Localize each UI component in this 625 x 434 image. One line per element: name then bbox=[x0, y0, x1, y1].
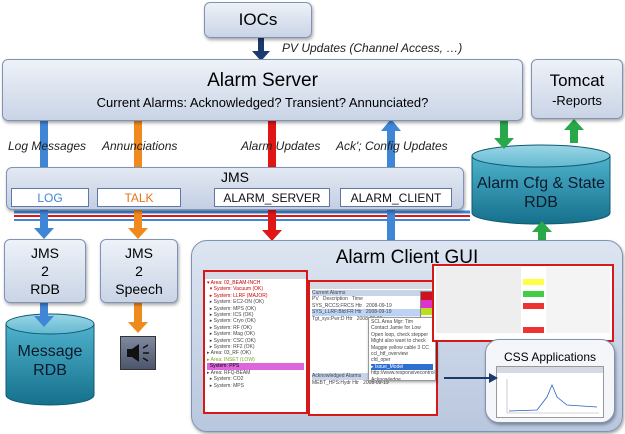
log-row bbox=[436, 279, 610, 285]
jms-bus-lines bbox=[14, 210, 470, 221]
message-rdb-line2: RDB bbox=[33, 362, 67, 379]
iocs-label: IOCs bbox=[238, 10, 278, 29]
alarm-server-title: Alarm Server bbox=[207, 70, 318, 91]
log-row bbox=[436, 273, 610, 279]
jms-to-gui-arrow bbox=[262, 206, 282, 241]
log-row bbox=[436, 285, 610, 291]
log-row bbox=[436, 315, 610, 321]
message-rdb-label: Message RDB bbox=[6, 336, 94, 386]
ack-config-label: Ack'; Config Updates bbox=[336, 139, 448, 153]
alarm-server-box: Alarm Server Current Alarms: Acknowledge… bbox=[2, 59, 523, 121]
log-row bbox=[436, 309, 610, 315]
log-row bbox=[436, 327, 610, 333]
jms-to-speech-arrow bbox=[128, 206, 148, 239]
jms-queue-alarm-client: ALARM_CLIENT bbox=[340, 188, 452, 207]
css-app-plot-screenshot bbox=[496, 366, 604, 418]
to-speaker-arrow bbox=[128, 303, 148, 333]
log-row bbox=[436, 267, 610, 273]
jms2rdb-line1: JMS bbox=[31, 245, 59, 261]
css-applications-box: CSS Applications bbox=[485, 339, 615, 423]
log-row bbox=[436, 297, 610, 303]
alarm-rdb-line1: Alarm Cfg & State bbox=[476, 175, 606, 192]
log-row bbox=[436, 303, 610, 309]
message-rdb-cylinder bbox=[5, 313, 95, 406]
alarm-tree-screenshot: ▾ Area: 02_BEAM-INCH ▾ System: Vacuum (O… bbox=[203, 270, 308, 414]
jms-queue-alarm-server: ALARM_SERVER bbox=[214, 188, 330, 207]
alarm-log-screenshot bbox=[432, 264, 614, 342]
jms-to-rdb-arrow bbox=[34, 206, 54, 239]
context-menu-screenshot: SCL Area Mgr: Tim Contact Jamie for Low … bbox=[368, 317, 436, 381]
jms2speech-box: JMS 2 Speech bbox=[100, 239, 178, 303]
tomcat-subtitle: -Reports bbox=[552, 92, 602, 108]
tomcat-rdb-arrow bbox=[564, 119, 584, 143]
to-message-rdb-arrow bbox=[34, 303, 54, 327]
jms2rdb-line3: RDB bbox=[30, 281, 60, 297]
jms2speech-line2: 2 bbox=[135, 263, 143, 279]
tomcat-title: Tomcat bbox=[549, 70, 605, 90]
log-messages-label: Log Messages bbox=[8, 139, 87, 153]
jms-queue-log: LOG bbox=[11, 188, 89, 207]
speaker-icon bbox=[120, 336, 156, 370]
log-row bbox=[436, 291, 610, 297]
alarm-server-subtitle: Current Alarms: Acknowledged? Transient?… bbox=[96, 95, 429, 110]
message-rdb-line1: Message bbox=[17, 343, 83, 360]
log-row bbox=[436, 321, 610, 327]
jms2speech-line1: JMS bbox=[125, 245, 153, 261]
iocs-box: IOCs bbox=[204, 2, 312, 38]
alarm-rdb-line2: RDB bbox=[524, 194, 558, 211]
jms-queue-talk: TALK bbox=[97, 188, 181, 207]
alarm-rdb-cylinder bbox=[471, 144, 611, 225]
ack-config-arrow bbox=[381, 119, 401, 188]
pv-updates-arrow bbox=[252, 38, 270, 61]
jms2rdb-box: JMS 2 RDB bbox=[4, 239, 86, 303]
annunciations-label: Annunciations bbox=[102, 139, 178, 153]
jms2rdb-line2: 2 bbox=[41, 263, 49, 279]
pv-updates-label: PV Updates (Channel Access, …) bbox=[282, 41, 463, 55]
tomcat-box: Tomcat -Reports bbox=[531, 59, 623, 119]
alarm-updates-label: Alarm Updates bbox=[241, 139, 321, 153]
alarm-client-gui-title: Alarm Client GUI bbox=[335, 247, 479, 268]
alarm-rdb-label: Alarm Cfg & State RDB bbox=[472, 168, 610, 218]
jms-title: JMS bbox=[221, 169, 249, 185]
css-applications-title: CSS Applications bbox=[503, 350, 597, 364]
jms2speech-line3: Speech bbox=[115, 281, 163, 297]
